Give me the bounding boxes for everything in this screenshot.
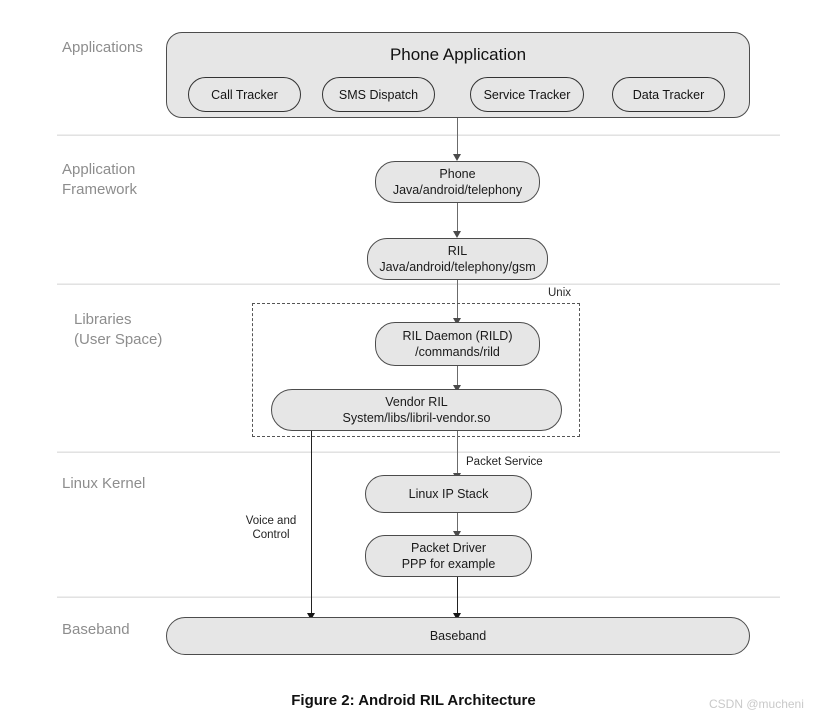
app-pill-data-tracker[interactable]: Data Tracker <box>612 77 725 112</box>
node-phone[interactable]: Phone Java/android/telephony <box>375 161 540 203</box>
app-pill-call-tracker[interactable]: Call Tracker <box>188 77 301 112</box>
connector-packet-driver-to-baseband <box>457 577 458 615</box>
node-vendor-ril[interactable]: Vendor RIL System/libs/libril-vendor.so <box>271 389 562 431</box>
node-phone-line2: Java/android/telephony <box>392 183 523 197</box>
app-pill-label: Service Tracker <box>483 87 571 102</box>
node-ril-line2: Java/android/telephony/gsm <box>379 260 536 274</box>
arrowhead-ip-stack-to-packet-driver <box>453 531 461 538</box>
edge-label-packet-service: Packet Service <box>466 456 543 468</box>
layer-label-baseband: Baseband <box>62 621 130 638</box>
edge-label-voice-and-control: Voice and Control <box>245 515 297 541</box>
arrowhead-phone-to-ril <box>453 231 461 238</box>
app-pill-label: Data Tracker <box>632 87 705 102</box>
arrowhead-ril-to-rild <box>453 318 461 325</box>
node-baseband[interactable]: Baseband <box>166 617 750 655</box>
node-vendor-ril-line2: System/libs/libril-vendor.so <box>342 411 491 425</box>
layer-divider-kernel <box>57 596 780 598</box>
app-pill-label: Call Tracker <box>211 87 278 102</box>
layer-label-application-framework: Application Framework <box>62 161 138 198</box>
connector-ril-to-rild <box>457 280 458 320</box>
node-baseband-line1: Baseband <box>429 629 487 643</box>
app-pill-label: SMS Dispatch <box>338 87 419 102</box>
phone-application-title: Phone Application <box>389 45 527 64</box>
node-packet-driver[interactable]: Packet Driver PPP for example <box>365 535 532 577</box>
layer-label-linux-kernel: Linux Kernel <box>62 475 146 492</box>
figure-caption: Figure 2: Android RIL Architecture <box>291 692 536 709</box>
node-packet-driver-line2: PPP for example <box>401 557 496 571</box>
unix-region-label: Unix <box>548 287 572 299</box>
layer-divider-applications <box>57 134 780 136</box>
arrowhead-packet-driver-to-baseband <box>453 613 461 620</box>
node-packet-driver-line1: Packet Driver <box>410 541 487 555</box>
node-vendor-ril-line1: Vendor RIL <box>385 395 448 409</box>
layer-divider-libraries <box>57 451 780 453</box>
connector-ip-stack-to-packet-driver <box>457 513 458 533</box>
connector-apps-to-phone <box>457 118 458 156</box>
unix-boundary-box <box>252 303 580 437</box>
node-ril-daemon[interactable]: RIL Daemon (RILD) /commands/rild <box>375 322 540 366</box>
arrowhead-rild-to-vendor-ril <box>453 385 461 392</box>
node-ril-line1: RIL <box>447 244 468 258</box>
connector-rild-to-vendor-ril <box>457 366 458 388</box>
node-ril[interactable]: RIL Java/android/telephony/gsm <box>367 238 548 280</box>
node-linux-ip-stack[interactable]: Linux IP Stack <box>365 475 532 513</box>
layer-divider-framework <box>57 283 780 285</box>
arrowhead-voice-and-control <box>307 613 315 620</box>
app-pill-sms-dispatch[interactable]: SMS Dispatch <box>322 77 435 112</box>
watermark: CSDN @mucheni <box>709 697 804 711</box>
node-linux-ip-stack-line1: Linux IP Stack <box>408 487 489 501</box>
connector-voice-and-control <box>311 431 312 615</box>
node-ril-daemon-line1: RIL Daemon (RILD) <box>402 329 513 343</box>
node-phone-line1: Phone <box>439 167 476 181</box>
node-ril-daemon-line2: /commands/rild <box>415 345 500 359</box>
connector-vendor-ril-to-ip-stack <box>457 431 458 475</box>
layer-label-libraries: Libraries (User Space) <box>74 311 163 348</box>
connector-phone-to-ril <box>457 203 458 233</box>
layer-label-applications: Applications <box>62 39 143 56</box>
arrowhead-apps-to-phone <box>453 154 461 161</box>
app-pill-service-tracker[interactable]: Service Tracker <box>470 77 584 112</box>
